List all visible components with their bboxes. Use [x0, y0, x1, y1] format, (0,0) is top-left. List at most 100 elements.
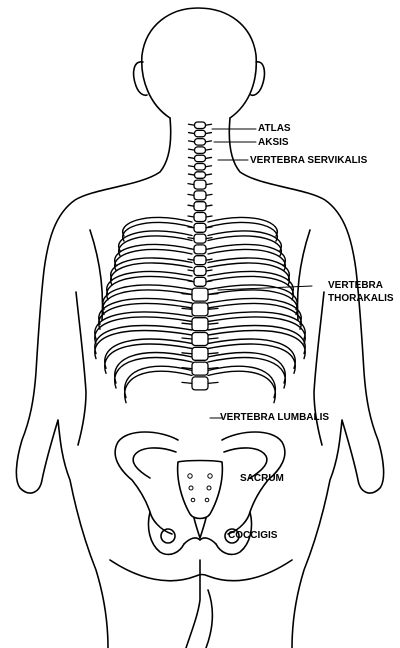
rib-r-8-lower-edge — [207, 316, 306, 345]
vertebra-20-left-process — [181, 322, 193, 325]
coccyx-shape — [193, 517, 207, 539]
vertebra-11-right-process — [205, 215, 213, 218]
rib-l-10-lower-edge — [104, 343, 193, 374]
rib-cage — [94, 216, 306, 404]
vertebra-18-left-process — [181, 292, 193, 296]
vertebra-9-left-process — [187, 193, 195, 197]
rib-l-6-upper-edge — [102, 284, 193, 311]
left-scapula-hint — [89, 229, 104, 321]
vertebra-15-right-process — [205, 258, 213, 261]
rib-l-9-upper-edge — [94, 324, 193, 355]
rib-r-8-upper-edge — [207, 311, 306, 340]
vertebra-5 — [193, 154, 207, 163]
right-ischium — [215, 511, 253, 556]
vertebra-15 — [193, 255, 207, 266]
vertebra-17-left-process — [187, 280, 195, 283]
rib-l-8-upper-edge — [94, 311, 193, 340]
vertebra-21-right-process — [207, 337, 219, 340]
label-coccigis: COCCIGIS — [228, 530, 278, 541]
rib-r-3-upper-edge — [207, 243, 286, 267]
label-vertebra-thorakalis-line2: THORAKALIS — [328, 293, 394, 304]
rib-r-12-lower-edge — [207, 370, 277, 404]
vertebra-8 — [193, 179, 207, 190]
right-ear — [250, 61, 266, 97]
vertebra-16-right-process — [205, 269, 213, 272]
vertebra-24-left-process — [181, 381, 193, 385]
rib-l-9-lower-edge — [94, 329, 193, 360]
vertebra-18 — [191, 287, 209, 302]
rib-l-1-upper-edge — [121, 216, 193, 237]
vertebra-7 — [193, 171, 207, 179]
vertebra-19 — [191, 302, 209, 317]
rib-l-7-upper-edge — [98, 297, 193, 325]
right-obturator — [224, 528, 240, 544]
vertebra-21 — [191, 331, 209, 347]
sacrum-shape — [176, 459, 224, 520]
rib-l-1-lower-edge — [121, 221, 193, 242]
rib-r-11-lower-edge — [207, 356, 286, 389]
left-ear — [132, 61, 148, 97]
rib-r-1-upper-edge — [207, 216, 279, 237]
head-outline — [140, 7, 258, 119]
rib-l-2-lower-edge — [118, 235, 193, 257]
vertebra-17 — [193, 276, 207, 287]
vertebra-3-left-process — [187, 140, 196, 143]
left-arm-inner — [75, 291, 87, 446]
leader-lines — [209, 128, 313, 419]
left-ischium — [147, 511, 185, 556]
rib-l-11-lower-edge — [114, 356, 193, 389]
rib-r-9-lower-edge — [207, 329, 306, 360]
vertebra-2-right-process — [204, 131, 213, 135]
label-aksis: AKSIS — [258, 137, 289, 148]
vertebra-17-right-process — [205, 280, 213, 283]
vertebra-24 — [191, 376, 209, 391]
vertebra-20 — [191, 317, 209, 332]
vertebra-23-left-process — [181, 366, 193, 370]
vertebra-4-right-process — [204, 148, 213, 151]
vertebra-22-left-process — [181, 352, 193, 355]
vertebra-4-left-process — [187, 148, 196, 151]
vertebra-12-right-process — [205, 226, 213, 229]
vertebra-13-left-process — [187, 236, 195, 240]
vertebra-16-left-process — [187, 269, 195, 272]
vertebra-2 — [193, 129, 207, 138]
vertebra-6 — [193, 162, 207, 171]
vertebra-13 — [193, 233, 207, 244]
vertebra-1-right-process — [204, 123, 213, 126]
body-right-outline — [228, 117, 385, 648]
vertebra-14-left-process — [187, 247, 195, 251]
vertebra-23-right-process — [207, 366, 219, 370]
rib-l-3-upper-edge — [114, 243, 193, 267]
vertebra-12-left-process — [187, 226, 195, 229]
rib-r-2-lower-edge — [207, 235, 282, 257]
vertebra-7-right-process — [204, 173, 213, 176]
label-sacrum: SACRUM — [240, 473, 284, 484]
vertebra-11-left-process — [187, 215, 195, 218]
vertebra-6-right-process — [204, 165, 213, 168]
vertebra-13-right-process — [205, 236, 213, 240]
vertebra-3 — [193, 137, 207, 146]
label-vertebra-thorakalis-line1: VERTEBRA — [328, 280, 384, 291]
left-obturator — [160, 528, 176, 544]
rib-l-4-upper-edge — [110, 257, 193, 281]
buttock-line — [109, 559, 293, 582]
vertebral-column — [181, 121, 219, 391]
rib-r-3-lower-edge — [207, 248, 286, 272]
vertebra-5-left-process — [187, 156, 196, 160]
vertebra-5-right-process — [204, 156, 213, 160]
vertebra-6-left-process — [187, 165, 196, 168]
vertebra-7-left-process — [187, 173, 196, 176]
rib-l-12-lower-edge — [123, 370, 193, 404]
vertebra-12 — [193, 222, 207, 233]
sacral-foramina — [187, 473, 213, 503]
vertebra-1 — [193, 121, 207, 130]
right-buttock-curve — [205, 589, 214, 648]
rib-l-5-upper-edge — [106, 270, 193, 296]
vertebra-3-right-process — [204, 140, 213, 143]
left-iliac-inner — [132, 447, 177, 479]
label-vertebra-lumbalis: VERTEBRA LUMBALIS — [220, 412, 330, 423]
rib-l-8-lower-edge — [94, 316, 193, 345]
vertebra-19-left-process — [181, 307, 193, 311]
vertebra-19-right-process — [207, 307, 219, 311]
